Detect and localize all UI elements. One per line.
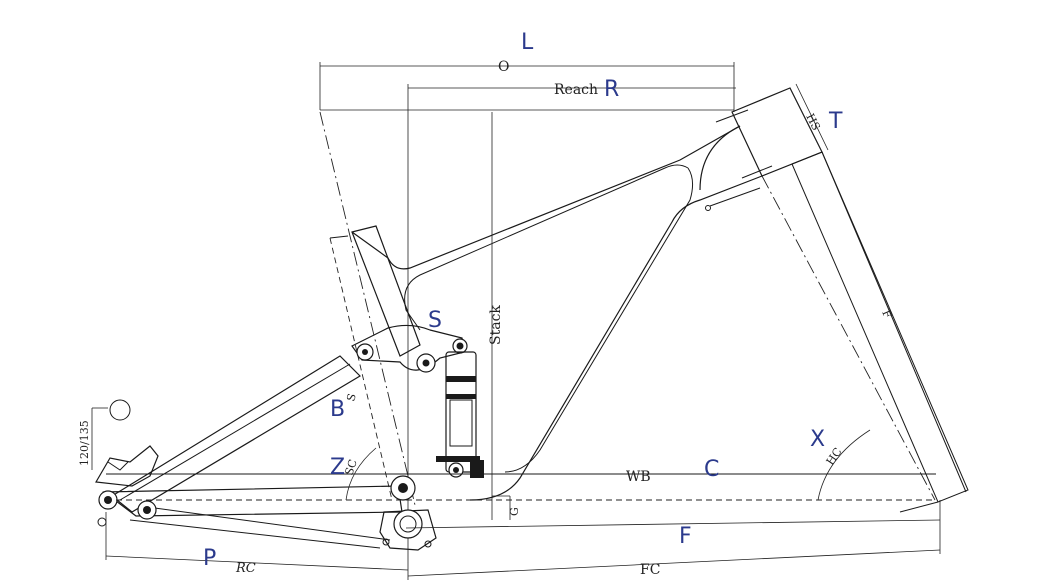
letter-L: L [521, 30, 534, 55]
fork-axis: F [319, 111, 969, 513]
letter-C: C [704, 457, 719, 482]
head-tube: HS [715, 83, 829, 179]
bottom-dimensions: RC FC [105, 500, 941, 580]
bb-drop-label: G [508, 507, 521, 516]
top-length-label: O [498, 59, 509, 75]
front-center-label: FC [640, 562, 660, 578]
head-angle-label: HC [824, 445, 845, 467]
letter-B: B [330, 397, 345, 422]
reach-label: Reach [554, 82, 598, 98]
rear-suspension [110, 324, 484, 513]
letter-S: S [428, 308, 442, 333]
rear-spacing-label: 120/135 [78, 420, 91, 466]
seat-tube-label: S [344, 392, 359, 403]
stack-label: Stack [488, 305, 504, 345]
wheelbase-label: WB [626, 469, 651, 485]
bb-drop-dimension: G [492, 495, 521, 520]
top-length-dimension: O [319, 59, 735, 112]
rear-center-label: RC [235, 561, 256, 576]
letter-T: T [828, 109, 843, 134]
main-frame [329, 125, 763, 501]
bottom-bracket [379, 475, 437, 551]
stack-dimension: Stack [488, 112, 504, 520]
letter-P: P [203, 546, 216, 571]
reference-letters: L R T S B Z C X F P [203, 30, 843, 571]
seat-angle: SC S [329, 237, 393, 501]
wheelbase-lines: WB [106, 469, 941, 529]
head-angle: HC [817, 429, 871, 501]
reach-dimension: Reach [407, 82, 736, 560]
letter-X: X [810, 427, 825, 452]
letter-F: F [679, 524, 692, 549]
seat-angle-label: SC [342, 458, 359, 477]
letter-Z: Z [330, 455, 345, 480]
letter-R: R [604, 77, 619, 102]
head-tube-label: HS [803, 111, 822, 132]
